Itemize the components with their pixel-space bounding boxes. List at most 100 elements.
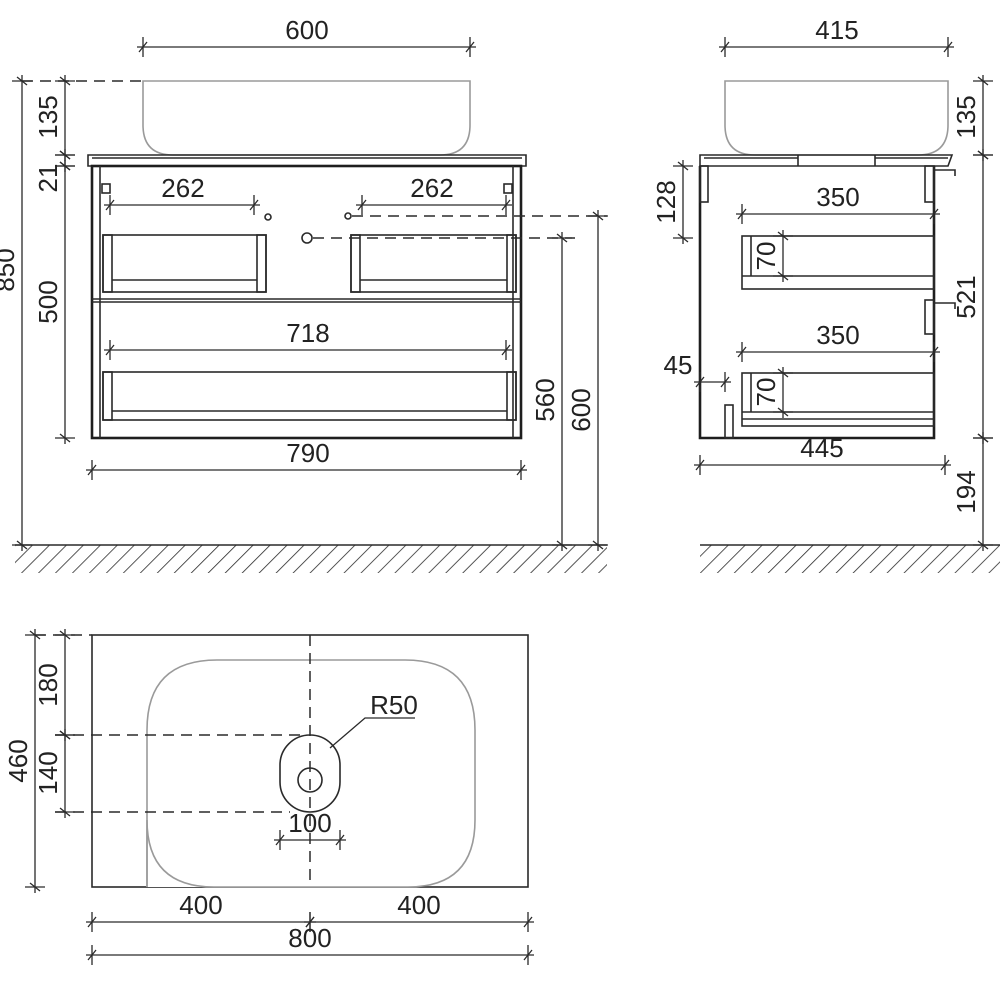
- front-bracket-right: [503, 183, 513, 194]
- dim-plinth-offset-tick: [695, 376, 705, 388]
- side-rail-front: [699, 165, 709, 203]
- front-countertop: [87, 154, 527, 167]
- dim-slot-width-tick: [335, 834, 345, 846]
- dim-side-cabinet-height-label: 521: [951, 275, 981, 318]
- dim-lower-drawer-depth-tick: [929, 346, 939, 358]
- dim-side-basin-depth-label: 415: [815, 15, 858, 45]
- dim-total-width-label: 800: [288, 923, 331, 953]
- dim-cabinet-width-tick: [516, 464, 526, 476]
- dim-side-basin-height-label: 135: [951, 95, 981, 138]
- dim-basin-height-label: 135: [33, 95, 63, 138]
- dim-side-cabinet-height-tick: [977, 150, 989, 160]
- dim-side-basin-height-tick: [977, 76, 989, 86]
- dim-basin-width-label: 600: [285, 15, 328, 45]
- dim-plan-depth-label: 460: [3, 739, 33, 782]
- dim-floor-gap-label: 194: [951, 470, 981, 513]
- side-view: [698, 80, 1000, 573]
- dim-total-height-tick: [16, 76, 28, 86]
- dim-cabinet-height-tick: [59, 433, 71, 443]
- radius-leader: [329, 717, 415, 749]
- dim-right-half-tick: [523, 916, 533, 928]
- dim-top-offset-tick: [677, 161, 689, 171]
- dim-drawer-left-tick: [249, 199, 259, 211]
- dim-floor-gap-tick: [977, 540, 989, 550]
- dim-drawer-left-tick: [105, 199, 115, 211]
- dim-top-offset-label: 128: [651, 180, 681, 223]
- plan-basin: [146, 659, 476, 888]
- dim-upper-drawer-depth-tick: [929, 208, 939, 220]
- dim-water-height-tick: [592, 540, 604, 550]
- dim-drain-height-tick: [556, 233, 568, 243]
- plan-view: [35, 634, 529, 888]
- dim-side-cabinet-depth-tick: [940, 459, 950, 471]
- dim-side-basin-depth-tick: [943, 41, 953, 53]
- dim-front-to-drain-tick: [59, 630, 71, 640]
- dim-basin-width-tick: [138, 41, 148, 53]
- dim-upper-drawer-height-tick: [777, 231, 789, 241]
- dim-slot-width-label: 100: [288, 808, 331, 838]
- dim-total-width-tick: [523, 949, 533, 961]
- dim-top-thickness-tick: [59, 150, 71, 160]
- dim-lower-drawer-depth-tick: [737, 346, 747, 358]
- dim-lower-drawer-height-tick: [777, 407, 789, 417]
- dim-side-cabinet-depth-tick: [695, 459, 705, 471]
- dim-side-basin-depth-tick: [720, 41, 730, 53]
- dim-upper-drawer-depth-tick: [737, 208, 747, 220]
- dim-upper-drawer-depth-label: 350: [816, 182, 859, 212]
- dim-total-height-tick: [16, 540, 28, 550]
- dim-drawer-right-tick: [357, 199, 367, 211]
- drain-slot: [279, 734, 341, 813]
- front-bracket-left: [101, 183, 111, 194]
- dim-left-half-label: 400: [179, 890, 222, 920]
- dim-left-half-tick: [87, 916, 97, 928]
- front-view: [15, 80, 607, 573]
- dim-upper-drawer-height-tick: [777, 271, 789, 281]
- front-upper-left-drawer: [102, 234, 267, 293]
- side-bracket: [924, 299, 935, 335]
- dim-right-half-label: 400: [397, 890, 440, 920]
- radius-label: R50: [370, 690, 418, 720]
- dim-slot-length-label: 140: [33, 751, 63, 794]
- dim-cabinet-height-tick: [59, 161, 71, 171]
- dim-plan-depth-tick: [29, 882, 41, 892]
- dim-bottom-drawer-tick: [105, 344, 115, 356]
- front-floor-hatch: [15, 545, 607, 573]
- dim-total-height-label: 850: [0, 248, 20, 291]
- front-basin: [142, 80, 471, 156]
- drain-outlet-icon: [301, 232, 313, 244]
- dim-upper-drawer-height-label: 70: [751, 242, 781, 271]
- dim-slot-length-tick: [59, 730, 71, 740]
- dim-cabinet-height-label: 500: [33, 280, 63, 323]
- dim-slot-width-tick: [275, 834, 285, 846]
- dim-drawer-right-tick: [501, 199, 511, 211]
- dim-plinth-offset-tick: [720, 376, 730, 388]
- dim-bottom-drawer-tick: [501, 344, 511, 356]
- dim-top-thickness-label: 21: [33, 164, 63, 193]
- dim-lower-drawer-depth-label: 350: [816, 320, 859, 350]
- side-countertop: [699, 154, 954, 167]
- front-upper-right-drawer: [350, 234, 517, 293]
- dim-basin-width-tick: [465, 41, 475, 53]
- hole-left-icon: [264, 213, 272, 221]
- dim-plinth-offset-label: 45: [664, 350, 693, 380]
- dim-total-width-tick: [87, 949, 97, 961]
- plan-basin-front: [146, 819, 408, 888]
- dim-front-to-drain-label: 180: [33, 663, 63, 706]
- front-bottom-drawer: [102, 371, 517, 421]
- wall-hook-icon: [934, 169, 956, 309]
- water-inlet-icon: [344, 212, 352, 220]
- dim-top-offset-tick: [677, 233, 689, 243]
- dim-floor-gap-tick: [977, 433, 989, 443]
- dim-drain-height-tick: [556, 540, 568, 550]
- dim-lower-drawer-height-label: 70: [751, 378, 781, 407]
- dim-cabinet-width-label: 790: [286, 438, 329, 468]
- dim-drawer-right-label: 262: [410, 173, 453, 203]
- dim-basin-height-tick: [59, 76, 71, 86]
- side-rail-back: [924, 165, 935, 203]
- dim-slot-length-tick: [59, 807, 71, 817]
- dim-cabinet-width-tick: [87, 464, 97, 476]
- side-plinth: [724, 404, 734, 439]
